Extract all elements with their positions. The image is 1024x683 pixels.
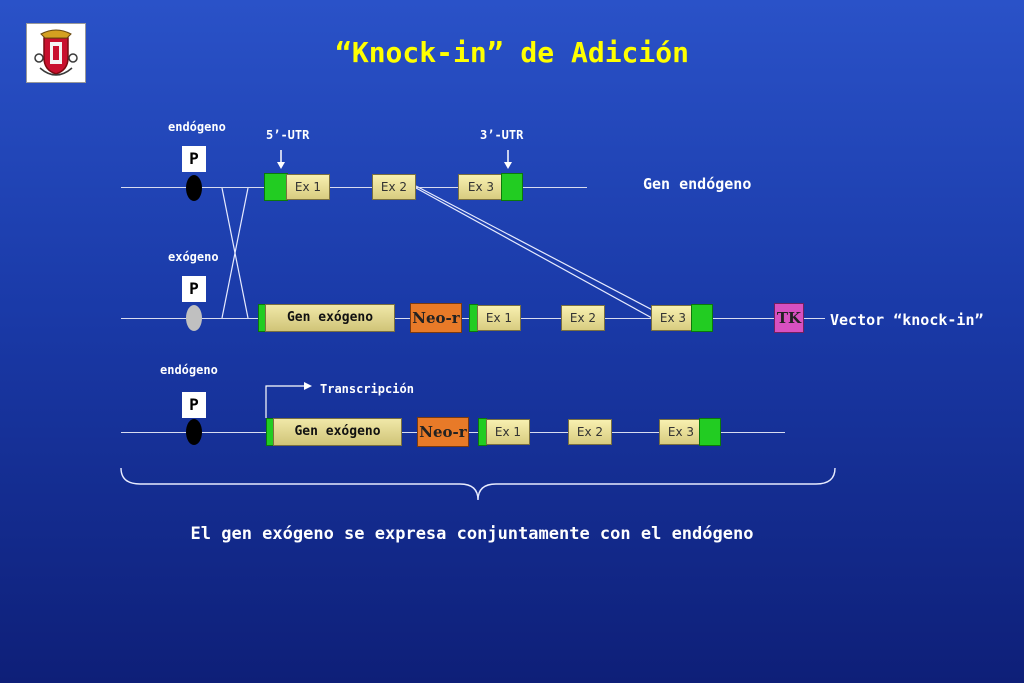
row3-exon-2: Ex 2 xyxy=(568,419,612,445)
row2-tk-cassette: TK xyxy=(774,303,804,333)
grouping-brace xyxy=(120,467,836,501)
row1-gene-name: Gen endógeno xyxy=(643,175,752,193)
row2-exon-3: Ex 3 xyxy=(651,305,695,331)
row1-utr5-block xyxy=(264,173,288,201)
row2-neo-r-cassette: Neo-r xyxy=(410,303,462,333)
row1-exon-1: Ex 1 xyxy=(286,174,330,200)
row3-exon-1: Ex 1 xyxy=(486,419,530,445)
conclusion-text: El gen exógeno se expresa conjuntamente … xyxy=(190,524,754,544)
row2-promoter-oval xyxy=(186,305,202,331)
page-title: “Knock-in” de Adición xyxy=(334,36,689,69)
row2-promoter-box: P xyxy=(182,276,206,302)
row2-utr3-block xyxy=(691,304,713,332)
transcription-label: Transcripción xyxy=(320,382,414,396)
row1-promoter-box: P xyxy=(182,146,206,172)
row2-exogenous-gene: Gen exógeno xyxy=(265,304,395,332)
row3-promoter-oval xyxy=(186,419,202,445)
row1-exon-2: Ex 2 xyxy=(372,174,416,200)
row3-neo-r-cassette: Neo-r xyxy=(417,417,469,447)
row2-vector-name: Vector “knock-in” xyxy=(830,311,984,329)
utr3-label: 3’-UTR xyxy=(480,128,524,142)
row2-exon-2: Ex 2 xyxy=(561,305,605,331)
coat-of-arms-logo xyxy=(26,23,86,83)
row2-exon-1: Ex 1 xyxy=(477,305,521,331)
row1-promoter-label: endógeno xyxy=(168,120,226,134)
row1-exon-3: Ex 3 xyxy=(458,174,504,200)
row2-promoter-label: exógeno xyxy=(168,250,219,264)
row1-promoter-oval xyxy=(186,175,202,201)
row3-exon-3: Ex 3 xyxy=(659,419,703,445)
row3-promoter-box: P xyxy=(182,392,206,418)
row3-exogenous-gene: Gen exógeno xyxy=(273,418,402,446)
row1-dna-line xyxy=(121,187,587,188)
row3-utr3-block xyxy=(699,418,721,446)
row1-utr3-block xyxy=(501,173,523,201)
utr5-label: 5’-UTR xyxy=(266,128,310,142)
row3-promoter-label: endógeno xyxy=(160,363,218,377)
